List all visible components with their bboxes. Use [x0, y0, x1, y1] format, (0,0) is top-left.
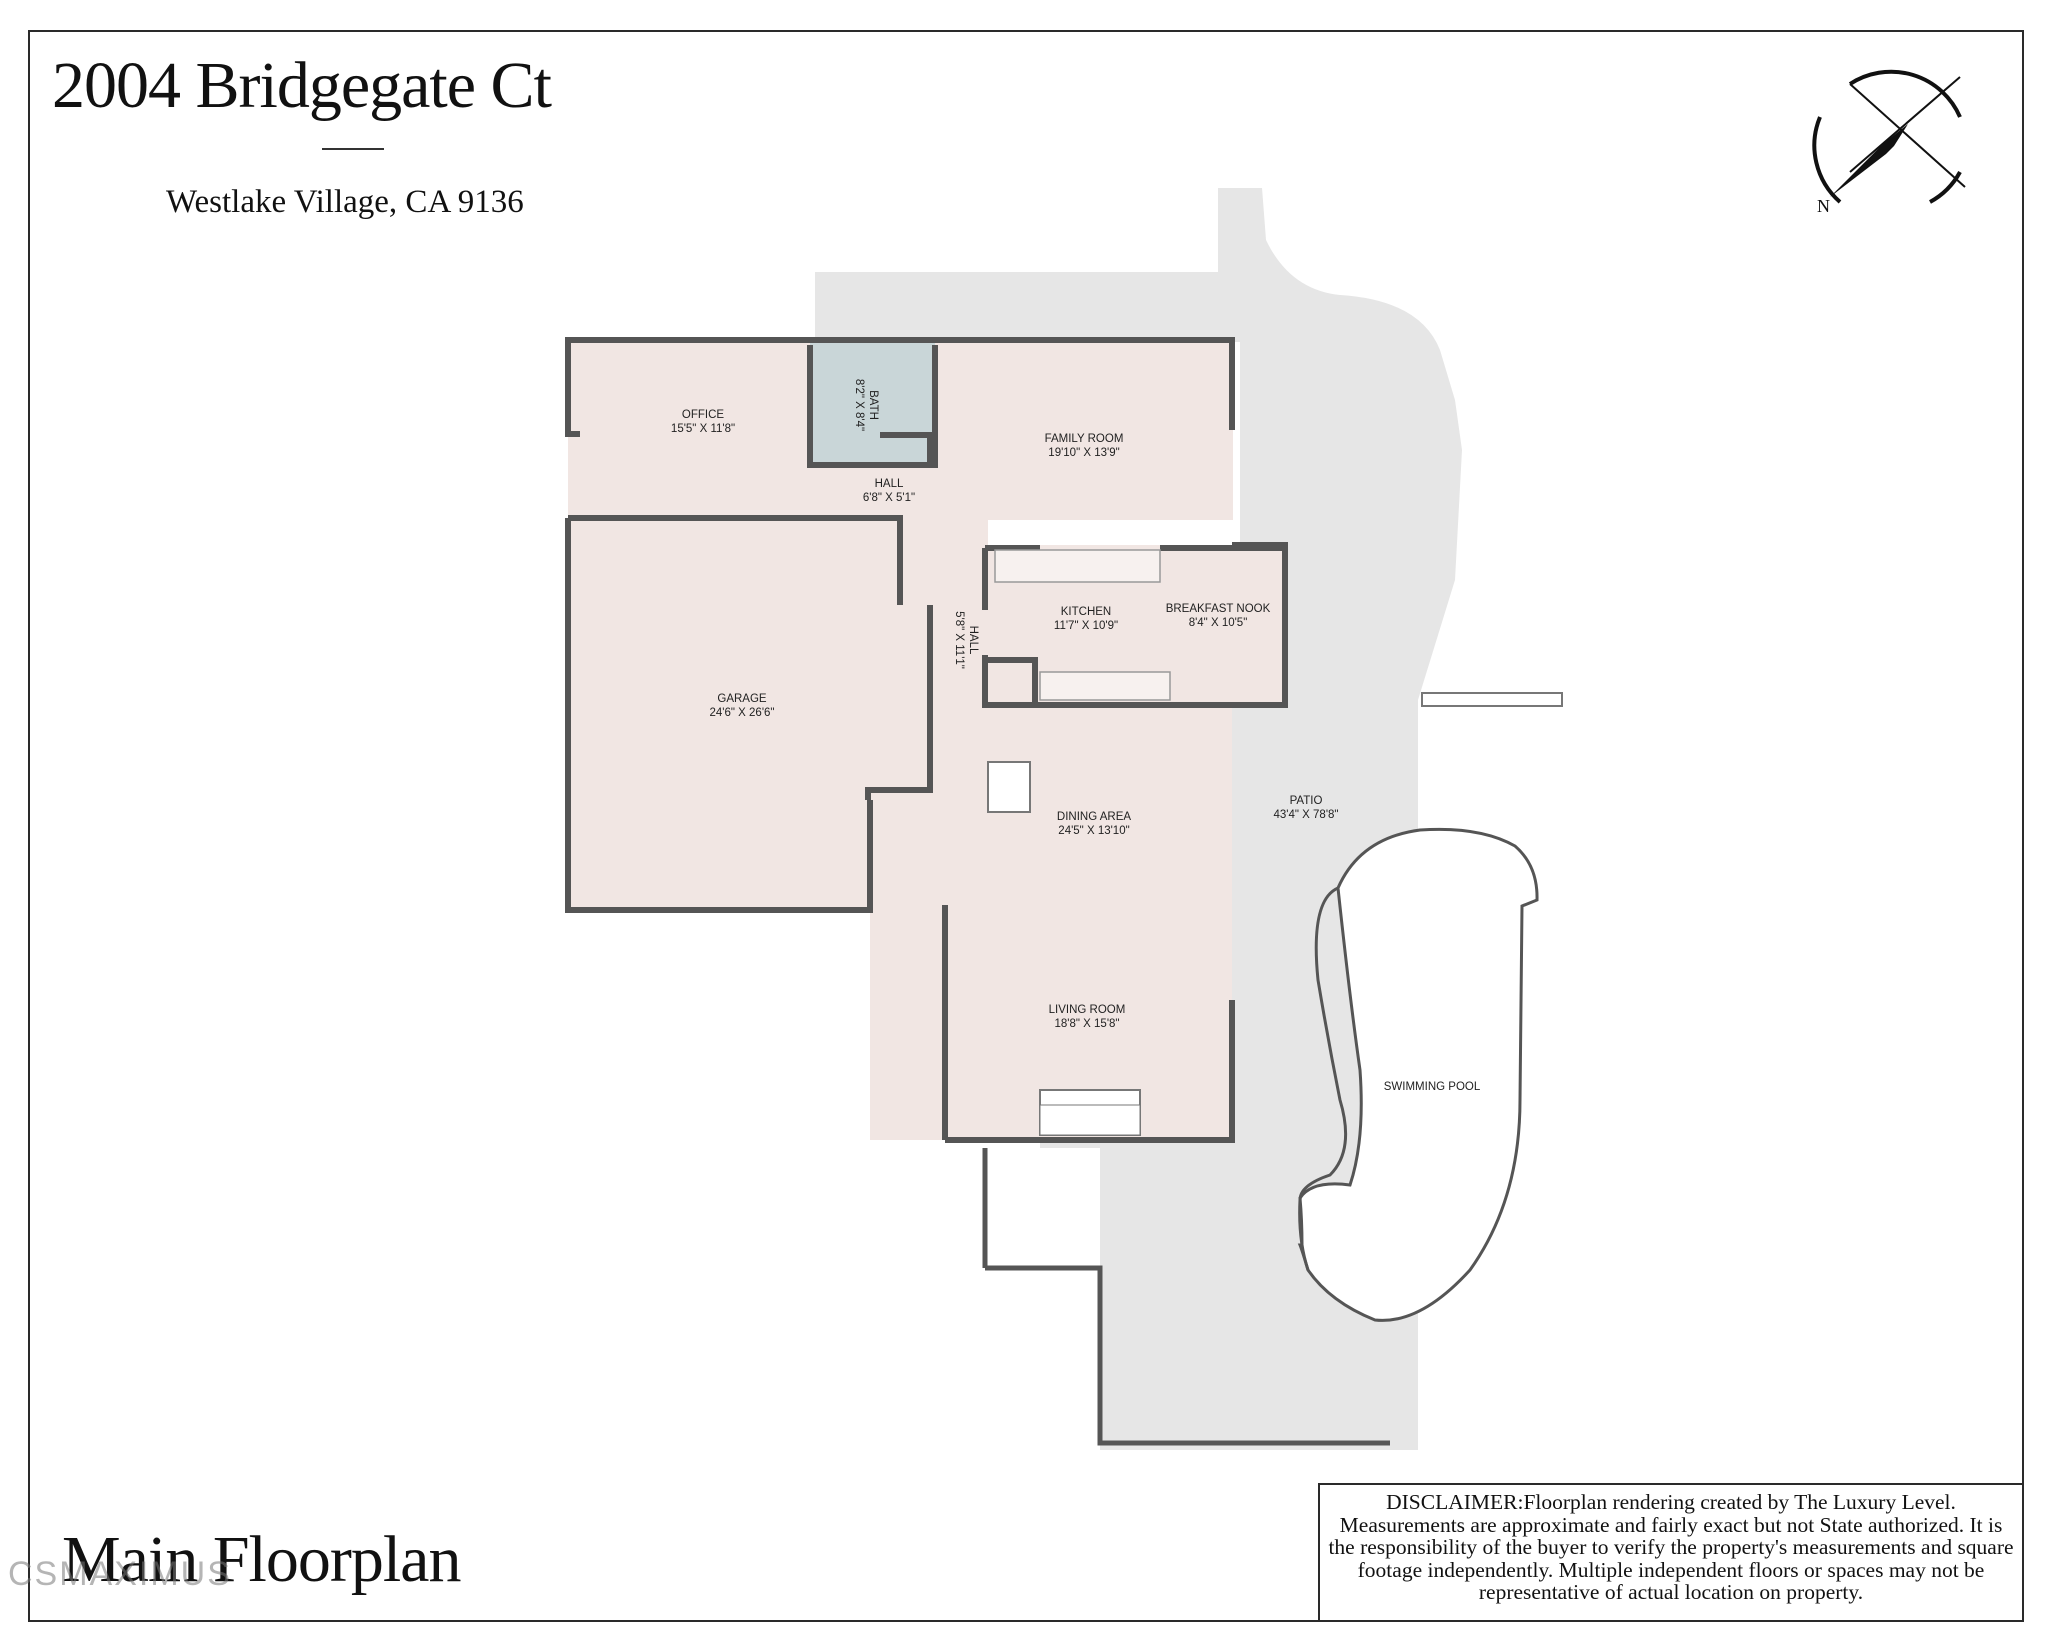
office-dims: 15'5" X 11'8" — [671, 423, 735, 435]
floorplan-name: Main Floorplan — [62, 1523, 461, 1596]
kitchen-island — [994, 549, 1161, 583]
hall-upper-label: HALL — [875, 478, 904, 490]
living-room-dims: 18'8" X 15'8" — [1055, 1018, 1120, 1030]
compass-icon — [1812, 69, 1966, 204]
swimming-pool-label: SWIMMING POOL — [1384, 1081, 1481, 1093]
kitchen-label: KITCHEN — [1061, 606, 1111, 618]
hall-side-label: HALL — [967, 626, 979, 655]
stairs — [987, 761, 1031, 813]
disclaimer-box — [1318, 1483, 2024, 1622]
bath-label: BATH — [867, 390, 879, 420]
office-label: OFFICE — [682, 409, 724, 421]
dining-area-label: DINING AREA — [1057, 811, 1131, 823]
hall-upper-dims: 6'8" X 5'1" — [863, 492, 915, 504]
walls — [565, 337, 1288, 1143]
bath-floor — [810, 342, 935, 467]
disclaimer-text: DISCLAIMER:Floorplan rendering created b… — [1328, 1490, 2014, 1604]
swimming-pool — [1297, 827, 1539, 1322]
garage-dims: 24'6" X 26'6" — [710, 707, 775, 719]
compass-north-label: N — [1817, 196, 1830, 216]
garage-label: GARAGE — [717, 693, 767, 705]
patio-wall — [985, 1265, 1390, 1446]
patio-label: PATIO — [1290, 795, 1323, 807]
kitchen-dims: 11'7" X 10'9" — [1054, 620, 1118, 632]
breakfast-nook-label: BREAKFAST NOOK — [1166, 603, 1271, 615]
title-divider — [322, 148, 384, 150]
breakfast-nook-dims: 8'4" X 10'5" — [1189, 617, 1248, 629]
hall-side-dims: 5'8" X 11'1" — [953, 611, 965, 669]
watermark: CSMAXIMUS — [8, 1555, 232, 1593]
dining-area-dims: 24'5" X 13'10" — [1058, 825, 1129, 837]
patio-area — [815, 188, 1462, 1450]
page-frame — [28, 30, 2024, 1622]
patio-ledge — [1421, 692, 1563, 707]
property-address: Westlake Village, CA 9136 — [166, 184, 524, 220]
bath-dims: 8'2" X 8'4" — [853, 379, 865, 431]
patio-dims: 43'4" X 78'8" — [1274, 809, 1339, 821]
family-room-dims: 19'10" X 13'9" — [1048, 447, 1119, 459]
property-title: 2004 Bridgegate Ct — [52, 49, 552, 122]
living-room-label: LIVING ROOM — [1049, 1004, 1126, 1016]
family-room-label: FAMILY ROOM — [1045, 433, 1124, 445]
